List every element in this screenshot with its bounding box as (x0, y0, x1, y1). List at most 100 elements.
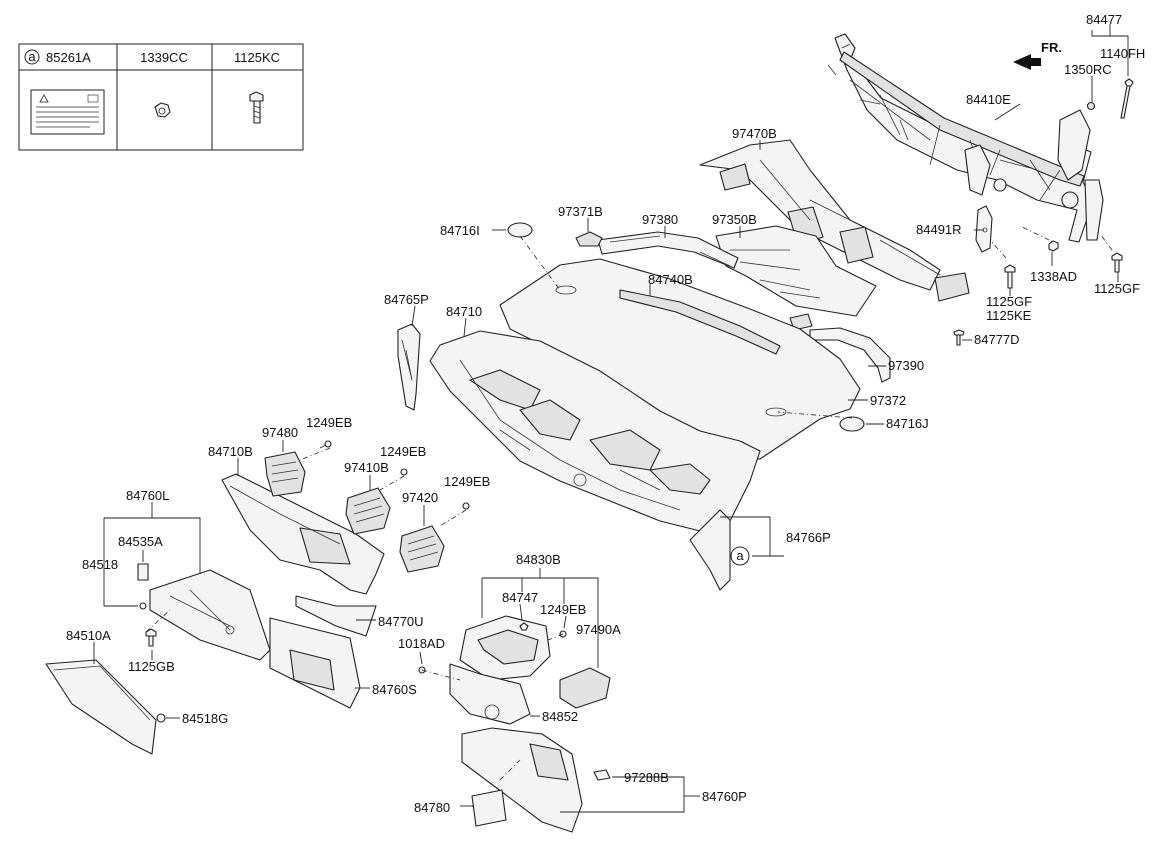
ref-marker-a: a (730, 546, 750, 566)
side-cover-84765P (397, 323, 421, 411)
cap-84716J-icon (839, 416, 865, 432)
screw-1249EB-c-icon (462, 502, 470, 510)
label-1249EB-c: 1249EB (444, 474, 490, 489)
label-97480: 97480 (262, 425, 298, 440)
label-84518: 84518 (82, 557, 118, 572)
label-97420: 97420 (402, 490, 438, 505)
label-84740B: 84740B (648, 272, 693, 287)
label-1125GF-a: 1125GF (986, 294, 1032, 309)
leader-lines (93, 24, 1129, 813)
label-84710: 84710 (446, 304, 482, 319)
vent-97410B (345, 487, 391, 535)
label-1125KE: 1125KE (986, 308, 1032, 323)
ref-marker-letter: a (736, 548, 744, 563)
vent-97490A (559, 667, 611, 709)
label-1249EB-d: 1249EB (540, 602, 586, 617)
cover-84780 (471, 789, 507, 827)
label-84747: 84747 (502, 590, 538, 605)
front-arrow-icon (1013, 54, 1041, 70)
label-84410E: 84410E (966, 92, 1011, 107)
clip-84747-icon (519, 622, 529, 631)
label-1140FH: 1140FH (1100, 46, 1145, 61)
label-1249EB-b: 1249EB (380, 444, 426, 459)
cluster-fascia-84830B (459, 615, 551, 681)
bracket-97288B-icon (593, 769, 611, 781)
clip-84518-icon (139, 602, 147, 610)
label-1125GB: 1125GB (128, 659, 175, 674)
label-84770U: 84770U (378, 614, 424, 629)
label-97288B: 97288B (624, 770, 669, 785)
label-84766P: 84766P (786, 530, 831, 545)
label-1249EB-a: 1249EB (306, 415, 352, 430)
front-direction-indicator: FR. (1013, 40, 1062, 70)
label-84491R: 84491R (916, 222, 962, 237)
label-84830B: 84830B (516, 552, 561, 567)
steering-cover-84852 (449, 663, 531, 725)
label-84716I: 84716I (440, 223, 480, 238)
label-1018AD: 1018AD (398, 636, 445, 651)
label-97390: 97390 (888, 358, 924, 373)
side-cover-84766P (689, 509, 731, 591)
label-1338AD: 1338AD (1030, 269, 1077, 284)
front-label: FR. (1041, 40, 1062, 55)
label-84760S: 84760S (372, 682, 417, 697)
cap-84716I-icon (507, 222, 533, 238)
label-97380: 97380 (642, 212, 678, 227)
center-garnish-84710B (221, 473, 385, 595)
label-97490A: 97490A (576, 622, 621, 637)
lower-center-panel-84760S (269, 617, 361, 709)
nut-1338AD-icon (1048, 240, 1059, 252)
label-84477: 84477 (1086, 12, 1122, 27)
glove-box-housing-84760L (149, 569, 271, 661)
lower-panel-84760P (461, 727, 583, 833)
label-1350RC: 1350RC (1064, 62, 1112, 77)
bolt-1140FH-icon (1120, 78, 1134, 119)
screw-1249EB-b-icon (400, 468, 408, 476)
warning-label-sticker-icon (30, 89, 105, 135)
garnish-84770U (295, 595, 377, 637)
label-97410B: 97410B (344, 460, 389, 475)
bolt-1125GF-b-icon (1111, 252, 1123, 273)
screw-1249EB-a-icon (319, 440, 332, 449)
legend-ref-circle (24, 49, 40, 65)
duct-97470B (699, 139, 970, 302)
duct-97380 (597, 231, 739, 269)
flange-bolt-icon (249, 91, 264, 124)
fastener-1350RC-icon (1086, 101, 1096, 111)
screw-84777D-icon (953, 329, 965, 346)
legend-col-3: 1125KC (234, 50, 280, 65)
vent-97480 (264, 451, 306, 497)
label-84760L: 84760L (126, 488, 169, 503)
cowl-cross-bar-assembly (827, 33, 1104, 243)
label-84535A: 84535A (118, 534, 163, 549)
legend-table: a 85261A 1339CC 1125KC (18, 43, 304, 151)
vent-97371B (575, 231, 603, 247)
glove-box-84510A (45, 659, 157, 755)
label-84852: 84852 (542, 709, 578, 724)
reference-lines (145, 225, 1113, 781)
label-84777D: 84777D (974, 332, 1020, 347)
label-84518G: 84518G (182, 711, 228, 726)
vent-97420 (399, 525, 445, 573)
bracket-84491R (975, 205, 993, 253)
label-84510A: 84510A (66, 628, 111, 643)
label-97372: 97372 (870, 393, 906, 408)
label-97350B: 97350B (712, 212, 757, 227)
label-97371B: 97371B (558, 204, 603, 219)
label-84710B: 84710B (208, 444, 253, 459)
label-84760P: 84760P (702, 789, 747, 804)
label-84765P: 84765P (384, 292, 429, 307)
clip-84535A-icon (137, 563, 149, 581)
label-97470B: 97470B (732, 126, 777, 141)
part-labels: 84477 1140FH 1350RC 84410E 97470B 97371B… (66, 12, 1145, 815)
bumper-84518G-icon (156, 713, 166, 723)
duct-97390 (809, 327, 891, 383)
label-84716J: 84716J (886, 416, 929, 431)
legend-ref-letter: a (28, 49, 36, 64)
duct-97350B (715, 225, 877, 331)
bolt-1125GB-icon (145, 628, 157, 647)
label-1125GF-b: 1125GF (1094, 281, 1140, 296)
bolt-1125GF-a-icon (1004, 264, 1016, 289)
